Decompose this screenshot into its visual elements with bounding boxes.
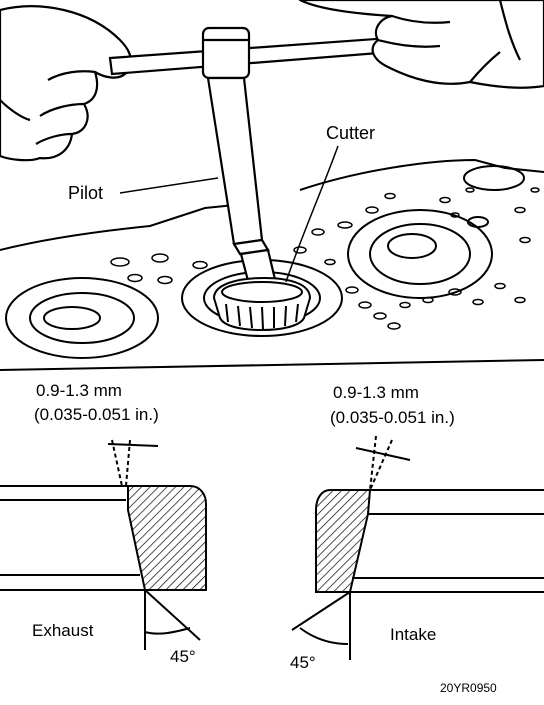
intake-width-mm-label: 0.9-1.3 mm	[333, 383, 419, 402]
valve-seat-icon	[0, 439, 207, 650]
pilot-shaft-icon	[206, 76, 280, 298]
label-leaders	[119, 145, 339, 283]
cylinder-head-holes	[110, 187, 540, 330]
cutter-icon	[212, 276, 312, 332]
valve-seat-icon	[291, 435, 544, 660]
exhaust-angle-label: 45°	[170, 647, 196, 666]
cutter-label: Cutter	[326, 123, 376, 143]
hand-icon	[0, 5, 133, 162]
intake-angle-label: 45°	[290, 653, 316, 672]
intake-width-in-label: (0.035-0.051 in.)	[330, 408, 455, 427]
intake-label: Intake	[390, 625, 437, 644]
hand-icon	[298, 0, 544, 89]
exhaust-width-mm-label: 0.9-1.3 mm	[36, 381, 122, 400]
t-handle-icon	[108, 26, 394, 80]
figure-code: 20YR0950	[440, 681, 497, 695]
exhaust-width-in-label: (0.035-0.051 in.)	[34, 405, 159, 424]
pilot-label: Pilot	[68, 183, 104, 203]
cylinder-head-icon	[0, 158, 544, 371]
exhaust-label: Exhaust	[32, 621, 94, 640]
